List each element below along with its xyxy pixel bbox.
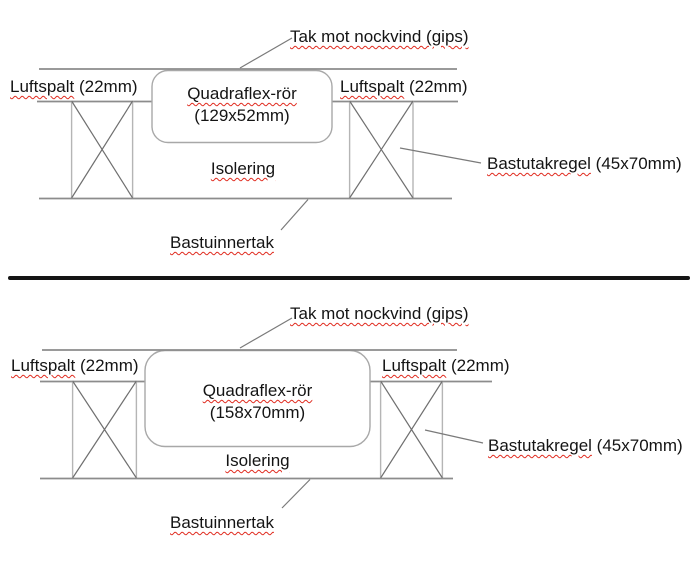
joist-left-diagonal: [71, 100, 134, 199]
airgap-left-label: Luftspalt (22mm): [10, 77, 138, 97]
inner-ceiling-label: Bastuinnertak: [170, 513, 274, 532]
airgap-right-label: Luftspalt (22mm): [340, 77, 468, 97]
airgap-left-word: Luftspalt: [10, 77, 75, 96]
joist-pointer-line: [399, 147, 482, 164]
joist-word: Bastutakregel: [487, 154, 591, 173]
inner-ceiling-label: Bastuinnertak: [170, 233, 274, 252]
airgap-right-word: Luftspalt: [382, 356, 447, 375]
diagram-bottom-drawing: [40, 317, 492, 509]
joist-left: [71, 380, 138, 479]
joist-dim: (45x70mm): [591, 436, 683, 455]
joist-label: Bastutakregel (45x70mm): [487, 154, 682, 174]
joist-label: Bastutakregel (45x70mm): [488, 436, 683, 456]
airgap-right-word: Luftspalt: [340, 77, 405, 96]
insulation-label: Isolering: [225, 451, 290, 470]
roof-pointer-line: [239, 317, 293, 349]
duct-box: [151, 69, 333, 144]
separator-line: [8, 276, 690, 280]
duct-name-label: Quadraflex-rör: [202, 381, 313, 400]
joist-right: [379, 380, 444, 479]
diagram-bottom-variant: Tak mot nockvind (gips) Luftspalt (22mm)…: [0, 285, 700, 571]
airgap-left-label: Luftspalt (22mm): [11, 356, 139, 376]
joist-word: Bastutakregel: [488, 436, 592, 455]
duct-dimension-label: (158x70mm): [209, 403, 306, 422]
duct-name-label: Quadraflex-rör: [187, 84, 297, 103]
joist-right-diagonal: [380, 380, 443, 479]
insulation-label: Isolering: [210, 159, 276, 178]
roof-label: Tak mot nockvind (gips): [290, 304, 469, 323]
airgap-left-dim: (22mm): [74, 77, 138, 96]
airgap-right-label: Luftspalt (22mm): [382, 356, 510, 376]
joist-pointer-line: [424, 429, 484, 444]
airgap-right-dim: (22mm): [404, 77, 468, 96]
ceiling-pointer-line: [280, 199, 309, 231]
roof-pointer-line: [239, 37, 293, 69]
airgap-left-word: Luftspalt: [11, 356, 76, 375]
joist-dim: (45x70mm): [590, 154, 682, 173]
joist-right-diagonal: [349, 100, 414, 199]
roof-label: Tak mot nockvind (gips): [290, 27, 469, 46]
joist-right: [348, 100, 414, 199]
joist-left: [70, 100, 134, 199]
airgap-left-dim: (22mm): [75, 356, 139, 375]
joist-left-diagonal: [72, 380, 137, 479]
diagram-top-variant: Tak mot nockvind (gips) Luftspalt (22mm)…: [0, 0, 700, 285]
duct-dimension-label: (129x52mm): [194, 106, 290, 125]
ceiling-pointer-line: [281, 479, 311, 509]
airgap-right-dim: (22mm): [446, 356, 510, 375]
diagram-top-drawing: [37, 37, 482, 231]
